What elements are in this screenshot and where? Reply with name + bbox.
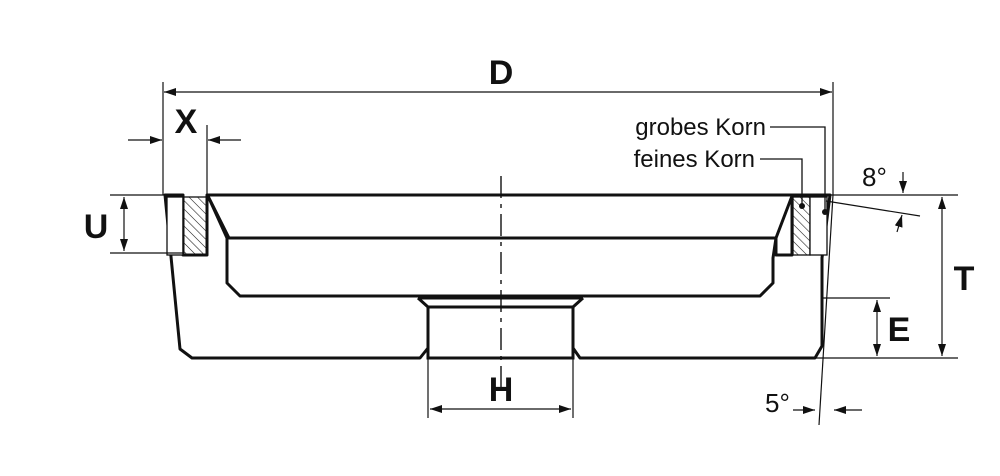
angle-8-reference	[825, 200, 921, 217]
inner-recess	[206, 194, 778, 298]
label-angle-5: 5°	[765, 388, 790, 418]
label-angle-8: 8°	[862, 162, 887, 192]
abrasive-layer-left-coarse	[166, 196, 184, 256]
angle-8-arrow-bottom	[894, 214, 903, 233]
label-grobes-korn: grobes Korn	[635, 114, 766, 141]
label-D: D	[489, 54, 514, 92]
label-H: H	[489, 371, 514, 409]
leader-grobes-korn	[770, 126, 826, 212]
abrasive-layer-left-fine	[182, 196, 208, 256]
label-X: X	[175, 103, 198, 141]
label-T: T	[954, 260, 975, 298]
leader-dot-grobes-korn	[822, 209, 828, 215]
angle-5-reference	[818, 194, 834, 426]
label-E: E	[888, 311, 911, 349]
label-U: U	[84, 208, 109, 246]
leader-feines-korn	[760, 158, 803, 206]
recess-chamfer-right	[774, 194, 794, 257]
label-feines-korn: feines Korn	[634, 146, 755, 173]
leader-dot-feines-korn	[799, 203, 805, 209]
